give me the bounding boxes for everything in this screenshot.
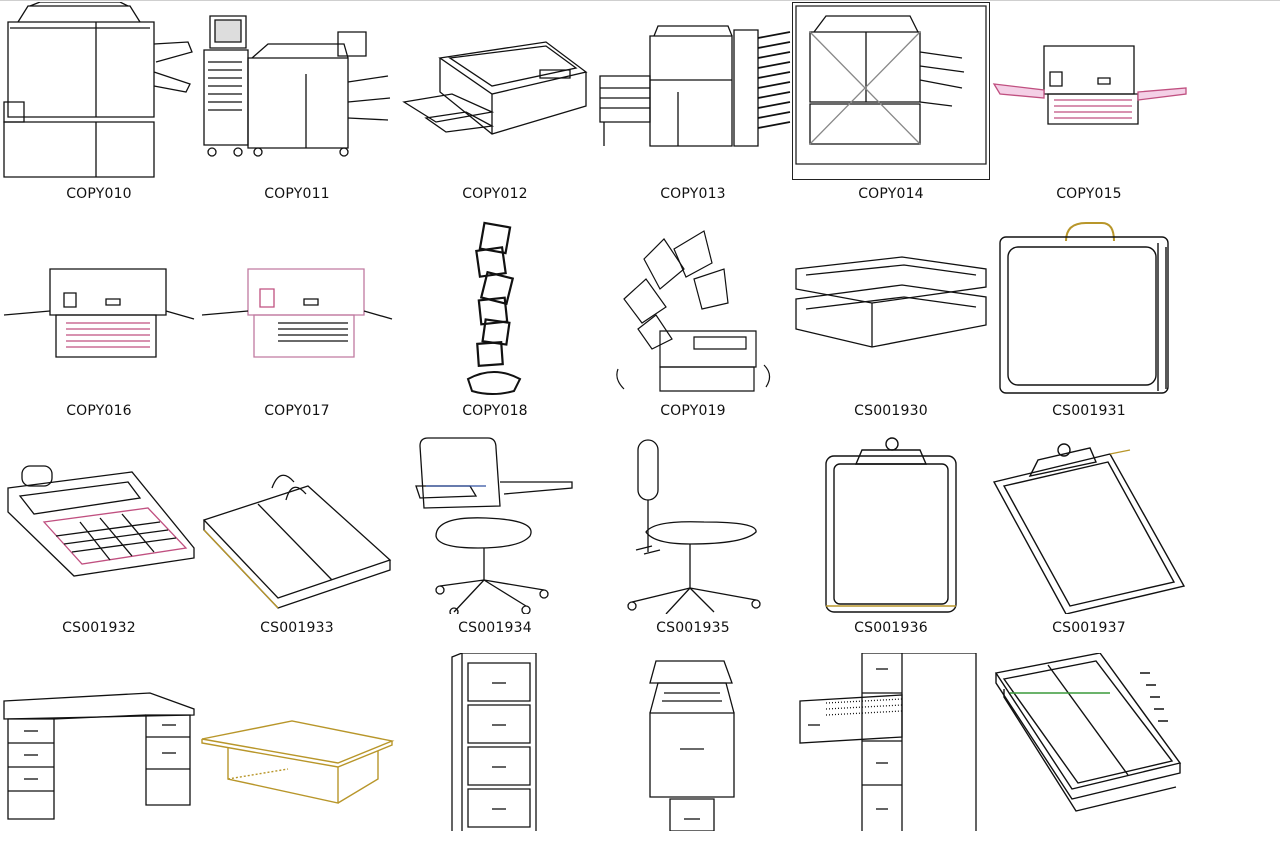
file-cabinet-icon bbox=[396, 653, 594, 831]
clipart-tile[interactable] bbox=[198, 653, 396, 849]
clipart-tile-copy014[interactable]: COPY014 bbox=[792, 2, 990, 219]
clipart-tile-copy019[interactable]: COPY019 bbox=[594, 219, 792, 436]
clipart-label: COPY017 bbox=[264, 403, 330, 419]
clipart-tile-copy018[interactable]: COPY018 bbox=[396, 219, 594, 436]
clipart-tile-cs001932[interactable]: CS001932 bbox=[0, 436, 198, 653]
clipart-label: CS001932 bbox=[62, 620, 136, 636]
clipart-tile-cs001934[interactable]: CS001934 bbox=[396, 436, 594, 653]
copier-icon bbox=[792, 2, 990, 180]
clipart-label: COPY019 bbox=[660, 403, 726, 419]
clipart-tile-copy012[interactable]: COPY012 bbox=[396, 2, 594, 219]
clipart-tile[interactable] bbox=[792, 653, 990, 849]
clipart-label: CS001934 bbox=[458, 620, 532, 636]
clipart-label: CS001930 bbox=[854, 403, 928, 419]
clipart-tile[interactable] bbox=[0, 653, 198, 849]
drafting-chair-icon bbox=[594, 436, 792, 614]
clipart-label: COPY012 bbox=[462, 186, 528, 202]
clipart-tile-cs001930[interactable]: CS001930 bbox=[792, 219, 990, 436]
clipart-label: CS001933 bbox=[260, 620, 334, 636]
clipart-label: CS001935 bbox=[656, 620, 730, 636]
copier-icon bbox=[0, 2, 198, 180]
gallery-row: COPY016 COPY017 bbox=[0, 219, 1280, 436]
clipart-label: COPY018 bbox=[462, 403, 528, 419]
clipart-label: COPY016 bbox=[66, 403, 132, 419]
desktop-copier-icon bbox=[396, 2, 594, 180]
clipart-tile-cs001936[interactable]: CS001936 bbox=[792, 436, 990, 653]
clipart-tile-cs001931[interactable]: CS001931 bbox=[990, 219, 1188, 436]
clipart-label: COPY013 bbox=[660, 186, 726, 202]
printer-icon bbox=[0, 219, 198, 397]
clipart-label: COPY014 bbox=[858, 186, 924, 202]
gallery-row: CS001932 CS001933 bbox=[0, 436, 1280, 653]
table-icon bbox=[198, 653, 396, 831]
fax-machine-icon bbox=[594, 219, 792, 397]
clipart-label: CS001931 bbox=[1052, 403, 1126, 419]
clipart-label: COPY015 bbox=[1056, 186, 1122, 202]
open-drawer-cabinet-icon bbox=[792, 653, 990, 831]
copier-sorter-icon bbox=[594, 2, 792, 180]
copier-workstation-icon bbox=[198, 2, 396, 180]
clipart-tile-copy013[interactable]: COPY013 bbox=[594, 2, 792, 219]
printer-icon bbox=[198, 219, 396, 397]
office-chair-icon bbox=[396, 436, 594, 614]
clipboard-icon bbox=[990, 436, 1188, 614]
desk-icon bbox=[0, 653, 198, 831]
clipart-tile-copy010[interactable]: COPY010 bbox=[0, 2, 198, 219]
clipart-tile-copy016[interactable]: COPY016 bbox=[0, 219, 198, 436]
desk-calendar-icon bbox=[198, 436, 396, 614]
clipart-tile[interactable] bbox=[594, 653, 792, 849]
clipart-tile[interactable] bbox=[396, 653, 594, 849]
clipart-label: CS001937 bbox=[1052, 620, 1126, 636]
printer-icon bbox=[990, 2, 1188, 180]
briefcase-icon bbox=[990, 219, 1188, 397]
clipart-tile-copy015[interactable]: COPY015 bbox=[990, 2, 1188, 219]
clipart-tile-cs001937[interactable]: CS001937 bbox=[990, 436, 1188, 653]
clipart-tile[interactable] bbox=[990, 653, 1188, 849]
paper-tray-icon bbox=[792, 219, 990, 397]
clipart-label: CS001936 bbox=[854, 620, 928, 636]
clipart-tile-copy011[interactable]: COPY011 bbox=[198, 2, 396, 219]
clipboard-icon bbox=[792, 436, 990, 614]
clipart-tile-cs001933[interactable]: CS001933 bbox=[198, 436, 396, 653]
gallery-row bbox=[0, 653, 1280, 849]
top-divider bbox=[0, 0, 1280, 1]
clipart-tile-copy017[interactable]: COPY017 bbox=[198, 219, 396, 436]
clipart-label: COPY011 bbox=[264, 186, 330, 202]
planner-icon bbox=[990, 653, 1188, 831]
fax-stack-icon bbox=[396, 219, 594, 397]
calculator-icon bbox=[0, 436, 198, 614]
clipart-label: COPY010 bbox=[66, 186, 132, 202]
clipart-tile-cs001935[interactable]: CS001935 bbox=[594, 436, 792, 653]
gallery-row: COPY010 bbox=[0, 2, 1280, 219]
open-file-cabinet-icon bbox=[594, 653, 792, 831]
